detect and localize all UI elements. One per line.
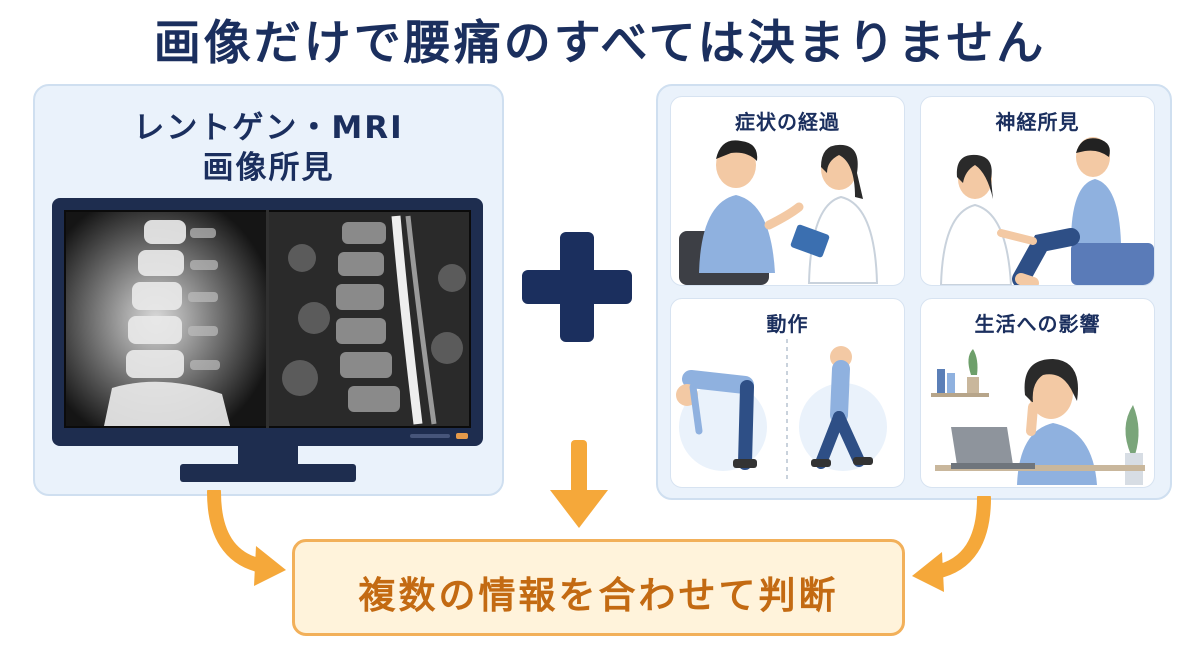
movement-illustration [676,339,887,481]
consultation-illustration [679,140,879,285]
imaging-heading-line1: レントゲン・MRI [133,110,404,146]
neuro-exam-illustration [939,137,1154,285]
card-neuro-title: 神経所見 [995,110,1080,134]
arrow-down-icon [912,496,991,592]
card-movement: 動作 [670,298,905,488]
card-daily-life: 生活への影響 [920,298,1155,488]
card-symptoms: 症状の経過 [670,96,905,286]
imaging-heading-line2: 画像所見 [202,150,335,186]
card-neuro: 神経所見 [920,96,1155,286]
card-symptoms-title: 症状の経過 [735,110,840,134]
factors-panel: 症状の経過 神経所見 動作 [656,84,1172,500]
card-daily-life-title: 生活への影響 [974,312,1101,336]
arrow-down-icon [207,490,286,586]
card-movement-title: 動作 [766,312,809,336]
conclusion-box: 複数の情報を合わせて判断 [292,539,905,636]
xray-image [66,212,266,426]
mri-image [269,212,469,426]
diagram-title: 画像だけで腰痛のすべては決まりません [153,16,1047,71]
plus-icon [522,232,632,342]
office-work-illustration [931,349,1145,485]
conclusion-text: 複数の情報を合わせて判断 [358,574,839,617]
monitor-icon [52,198,483,488]
arrow-down-icon [550,440,608,528]
imaging-panel: レントゲン・MRI 画像所見 [33,84,504,496]
